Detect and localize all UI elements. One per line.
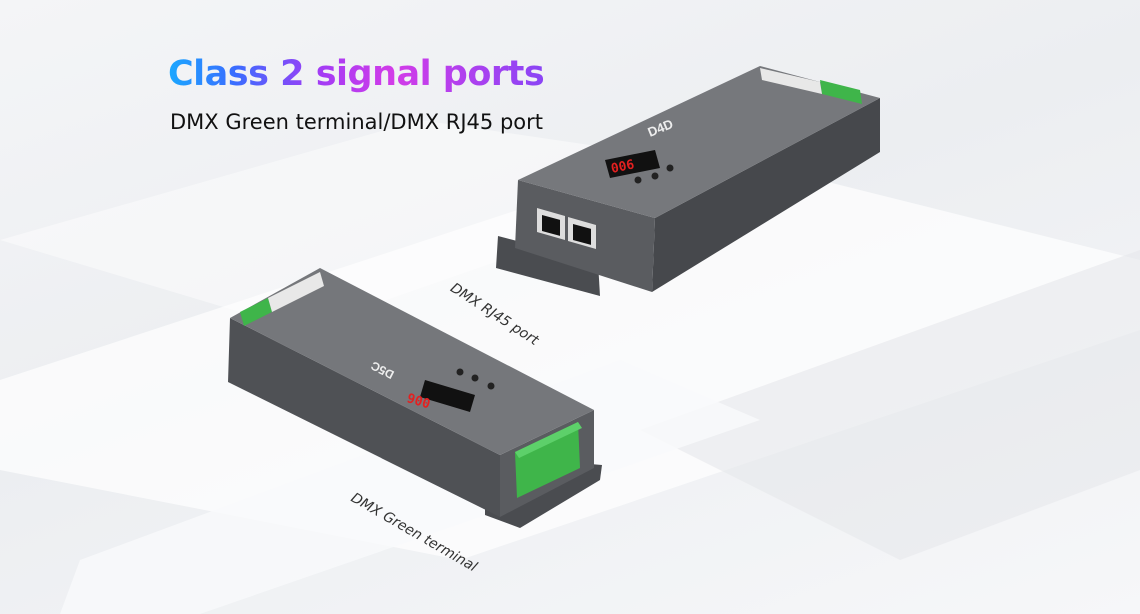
rj45-ports xyxy=(537,208,596,249)
green-terminals-top xyxy=(760,68,862,104)
green-terminal-block xyxy=(515,422,582,498)
page-title: Class 2 signal ports xyxy=(168,54,545,94)
d4d-display: 006 xyxy=(610,157,636,177)
d5c-display: 006 xyxy=(405,389,432,410)
green-terminals-side xyxy=(240,272,324,326)
page-subtitle: DMX Green terminal/DMX RJ45 port xyxy=(170,110,543,134)
